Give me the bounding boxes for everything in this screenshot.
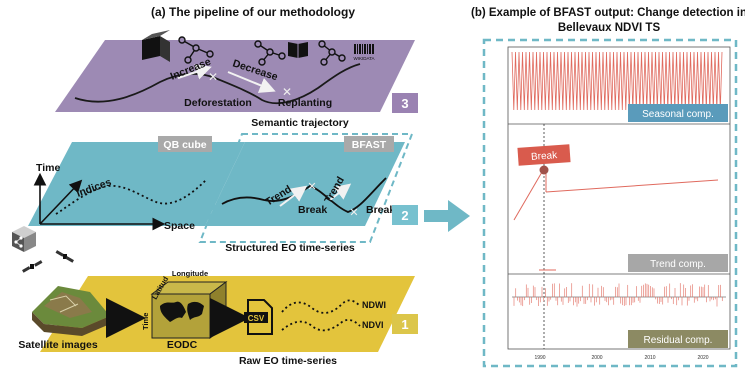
break-mark-2: ✕	[349, 207, 358, 219]
time-label: Time	[141, 313, 150, 330]
residual-tag	[628, 330, 728, 348]
bfast-curve	[221, 177, 387, 213]
x-tick-2010: 2010	[644, 355, 655, 361]
graph-nodes-icon-3	[318, 40, 346, 66]
right-title-line2: Bellevaux NDVI TS	[558, 22, 661, 34]
eodc-label: EODC	[167, 339, 198, 351]
layer3-number: 3	[401, 96, 408, 111]
trend-segment-2	[545, 179, 719, 193]
bfast-dashed-frame	[198, 133, 414, 243]
qb-cube-tag	[158, 136, 212, 152]
bfast-output-panel: Seasonal comp. Break Trend comp. Residua…	[482, 38, 738, 368]
dotted-ts-curve	[55, 179, 207, 215]
wikidata-icon: WIKIDATA	[353, 44, 375, 61]
world-map-icon	[160, 301, 204, 322]
csv-file-icon: CSV	[244, 299, 273, 335]
longitude-label: Longitude	[172, 269, 208, 278]
layer-structured-ts: QB cube BFAST Time Space Indices Trend T…	[12, 133, 418, 254]
layer2-badge	[392, 205, 418, 225]
trend-label: Trend comp.	[650, 259, 706, 270]
seasonal-component-line	[511, 51, 723, 111]
layer1-caption: Raw EO time-series	[239, 355, 337, 367]
teal-plane-left	[28, 142, 245, 226]
replanting-label: Replanting	[278, 97, 332, 109]
layer-semantic-trajectory: Increase Decrease ✕ ✕ Deforestation Repl…	[55, 30, 418, 129]
layer3-caption: Semantic trajectory	[251, 117, 349, 129]
ndwi-label: NDWI	[362, 300, 386, 310]
x-tick-2000: 2000	[591, 355, 602, 361]
break-mark-1: ✕	[307, 181, 316, 193]
satellite-icon	[22, 260, 43, 273]
satellite-icon-2	[55, 250, 74, 263]
seasonal-tag	[628, 104, 728, 122]
share-cube-icon	[12, 226, 36, 252]
layer2-number: 2	[401, 208, 408, 223]
trend-tag	[628, 254, 728, 272]
big-arrow-to-panel	[424, 200, 470, 232]
teal-plane-right	[205, 142, 405, 226]
x-tick-1990: 1990	[534, 355, 545, 361]
time-axis-label: Time	[36, 162, 60, 174]
ndvi-label: NDVI	[362, 320, 384, 330]
trend-arrow-1	[279, 185, 308, 207]
residual-component-bars	[513, 283, 723, 307]
trajectory-curve	[74, 63, 361, 105]
layer2-caption: Structured EO time-series	[225, 242, 355, 254]
break-label-1: Break	[298, 204, 327, 216]
break-tag	[517, 144, 571, 166]
layer-raw-ts: Satellite images Longitude Latitud Time …	[18, 250, 418, 367]
deforestation-label: Deforestation	[184, 97, 252, 109]
layer3-badge	[392, 93, 418, 113]
layer1-badge	[392, 314, 418, 334]
bfast-tag	[344, 136, 394, 152]
cross-mark-2: ✕	[282, 85, 292, 99]
terrain-image	[32, 286, 110, 336]
cube-icon	[142, 30, 170, 62]
ndvi-dotted-curve	[281, 319, 361, 332]
x-tick-2020: 2020	[697, 355, 708, 361]
graph-nodes-icon	[178, 36, 214, 64]
left-title: (a) The pipeline of our methodology	[151, 5, 355, 19]
satellite-images-label: Satellite images	[18, 339, 98, 351]
layer1-number: 1	[401, 317, 408, 332]
seasonal-label: Seasonal comp.	[642, 109, 714, 120]
residual-label: Residual comp.	[644, 335, 713, 346]
panel-dashed-frame	[482, 38, 738, 368]
break-label-2: Break	[366, 204, 395, 216]
ndwi-dotted-curve	[281, 299, 361, 314]
trend-arrow-2	[329, 183, 352, 201]
right-title-line1: (b) Example of BFAST output: Change dete…	[471, 7, 745, 19]
trend-segment-1	[513, 171, 543, 221]
break-point-marker	[539, 165, 549, 175]
cross-mark-1: ✕	[208, 70, 218, 84]
space-axis-label: Space	[164, 220, 195, 232]
book-icon	[288, 42, 308, 58]
svg-text:WIKIDATA: WIKIDATA	[353, 56, 374, 61]
break-tag-label: Break	[531, 150, 559, 163]
bfast-label: BFAST	[352, 139, 387, 151]
qb-cube-label: QB cube	[163, 139, 206, 151]
increase-arrow	[177, 64, 212, 80]
graph-nodes-icon-2	[254, 40, 286, 66]
svg-text:CSV: CSV	[248, 314, 265, 323]
decrease-arrow	[227, 71, 276, 93]
indices-axis	[39, 179, 83, 225]
